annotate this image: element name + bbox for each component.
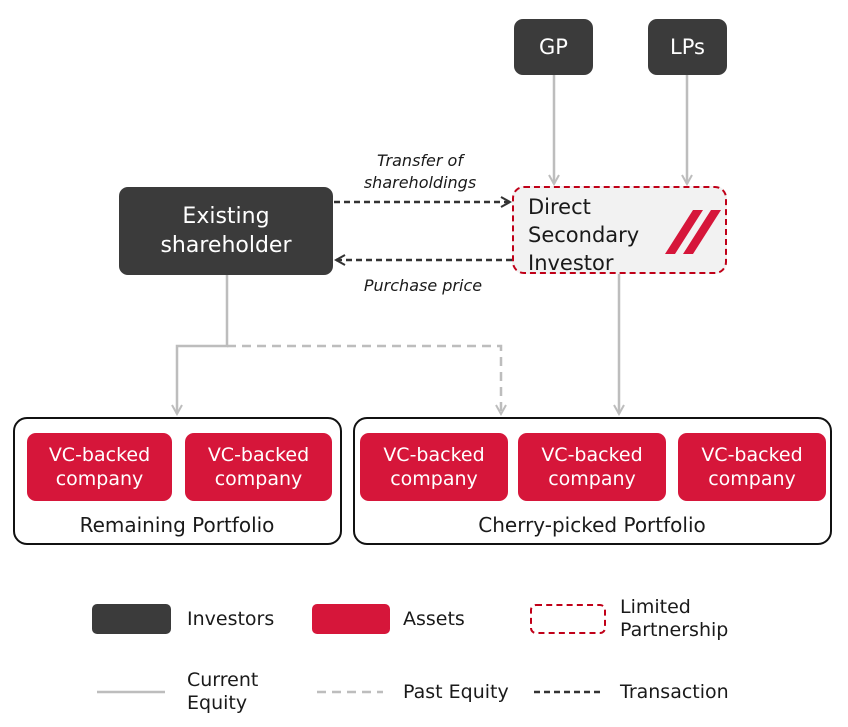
existing-shareholder-line-1: Existing: [182, 204, 270, 229]
remaining-company-1: VC-backed company: [27, 433, 172, 501]
lps-node: LPs: [648, 19, 727, 75]
legend-assets-label: Assets: [403, 608, 465, 630]
legend-ce-line-1: Current: [187, 669, 259, 691]
dsi-line-1: Direct: [528, 195, 591, 219]
direct-secondary-investor-text: Direct Secondary Investor: [528, 193, 639, 277]
company-line-2: company: [214, 468, 303, 490]
legend-limited-partnership-label: Limited Partnership: [620, 596, 728, 642]
company-line-2: company: [708, 468, 796, 490]
legend-transaction-label: Transaction: [620, 681, 729, 703]
company-line-1: VC-backed: [207, 444, 310, 466]
remaining-portfolio-frame: VC-backed company VC-backed company Rema…: [13, 417, 342, 545]
transfer-label-line-2: shareholdings: [363, 173, 477, 192]
cherry-picked-portfolio-label: Cherry-picked Portfolio: [478, 513, 706, 537]
transfer-label: Transfer of shareholdings: [345, 150, 495, 194]
gp-label: GP: [539, 35, 568, 59]
existing-shareholder-node: Existing shareholder: [119, 187, 333, 275]
legend-assets-swatch: [312, 604, 390, 634]
cherry-company-1: VC-backed company: [360, 433, 508, 501]
dsi-line-3: Investor: [528, 251, 614, 275]
company-line-1: VC-backed: [48, 444, 151, 466]
legend-current-equity-label: Current Equity: [187, 669, 258, 715]
legend-past-equity-label: Past Equity: [403, 681, 509, 703]
remaining-company-2: VC-backed company: [185, 433, 332, 501]
cherry-picked-portfolio-frame: VC-backed company VC-backed company VC-b…: [353, 417, 832, 545]
company-line-2: company: [548, 468, 636, 490]
existing-to-cherry-past-line: [227, 344, 501, 414]
legend-investors-label: Investors: [187, 608, 275, 630]
company-line-1: VC-backed: [701, 444, 803, 466]
legend-investors-swatch: [92, 604, 171, 634]
gp-node: GP: [514, 19, 593, 75]
transfer-label-line-1: Transfer of: [377, 151, 463, 170]
company-line-2: company: [390, 468, 478, 490]
existing-shareholder-line-2: shareholder: [160, 233, 292, 258]
brand-slash-logo-icon: [665, 210, 721, 254]
cherry-company-2: VC-backed company: [518, 433, 666, 501]
dsi-line-2: Secondary: [528, 223, 640, 247]
company-line-1: VC-backed: [383, 444, 485, 466]
legend-ce-line-2: Equity: [187, 692, 248, 714]
existing-to-remaining-line: [177, 275, 229, 414]
lps-label: LPs: [670, 35, 705, 59]
direct-secondary-investor-node: Direct Secondary Investor: [512, 186, 727, 277]
purchase-label-text: Purchase price: [363, 276, 483, 295]
remaining-portfolio-label: Remaining Portfolio: [79, 513, 275, 537]
cherry-company-3: VC-backed company: [678, 433, 826, 501]
company-line-2: company: [55, 468, 144, 490]
legend-limited-partnership-swatch: [530, 604, 606, 634]
legend-lp-line-2: Partnership: [620, 619, 729, 641]
legend-lp-line-1: Limited: [620, 596, 691, 618]
company-line-1: VC-backed: [541, 444, 643, 466]
purchase-label: Purchase price: [338, 275, 508, 297]
